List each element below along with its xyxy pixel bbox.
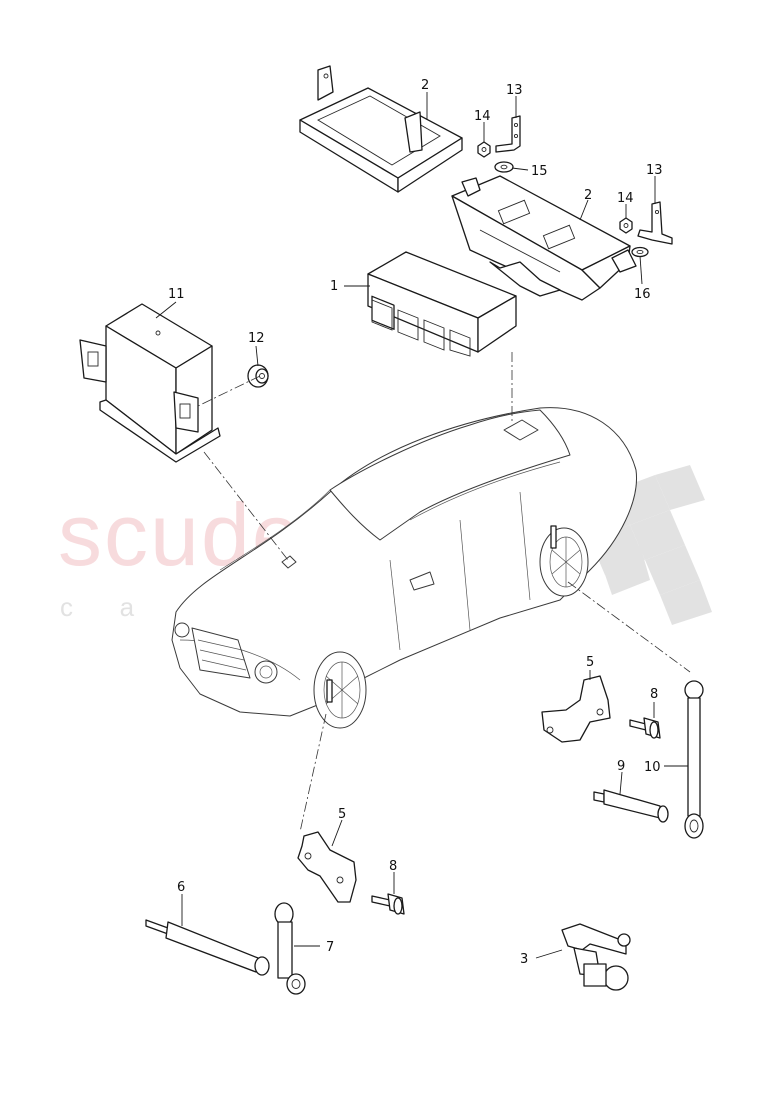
part-13-nut-upper xyxy=(477,141,491,158)
callout-5-left: 5 xyxy=(338,807,346,822)
part-8-bolt-left xyxy=(371,893,405,915)
reference-lines xyxy=(197,352,691,833)
callout-labels: 2 13 14 15 13 2 14 16 1 11 12 5 8 9 10 5… xyxy=(168,78,663,967)
callout-11: 13 xyxy=(646,163,663,178)
part-14-washer-lower xyxy=(631,246,649,258)
part-13-nut-lower xyxy=(619,217,633,234)
leader-lines xyxy=(155,92,688,959)
callout-8-left: 8 xyxy=(389,859,397,874)
part-11-bracket xyxy=(637,201,673,245)
part-1-control-unit xyxy=(367,251,517,357)
callout-13-upper: 14 xyxy=(474,109,491,124)
callout-3: 3 xyxy=(520,952,528,967)
part-5-bracket-right xyxy=(541,675,611,743)
part-8-bolt-right xyxy=(629,717,661,739)
callout-15: 11 xyxy=(168,287,185,302)
callout-2-tray-bracket: 2 xyxy=(584,188,592,203)
callout-2-upper-bracket: 2 xyxy=(421,78,429,93)
callout-9: 9 xyxy=(617,759,625,774)
callout-1: 1 xyxy=(330,279,338,294)
part-15-module-box xyxy=(79,303,221,463)
part-7-short-link xyxy=(274,902,306,995)
callout-12: 13 xyxy=(506,83,523,98)
part-16-grommet xyxy=(247,364,269,388)
part-12-bracket xyxy=(495,115,521,153)
callout-13-lower: 14 xyxy=(617,191,634,206)
part-2-bracket-upper xyxy=(299,65,463,193)
part-2-tray-bracket xyxy=(451,175,637,301)
part-3-level-sensor xyxy=(561,923,631,991)
callout-10: 10 xyxy=(644,760,661,775)
part-14-washer-upper xyxy=(494,161,514,173)
car-illustration xyxy=(171,407,638,729)
part-5-bracket-left xyxy=(297,831,357,903)
callout-7: 7 xyxy=(326,940,334,955)
callout-5-right: 5 xyxy=(586,655,594,670)
callout-8-right: 8 xyxy=(650,687,658,702)
part-9-gas-spring xyxy=(593,789,669,823)
callout-6: 6 xyxy=(177,880,185,895)
callout-16: 12 xyxy=(248,331,265,346)
callout-14-lower: 16 xyxy=(634,287,651,302)
part-6-gas-spring-long xyxy=(145,919,270,976)
callout-14-upper: 15 xyxy=(531,164,548,179)
part-10-link-rod xyxy=(684,680,704,839)
